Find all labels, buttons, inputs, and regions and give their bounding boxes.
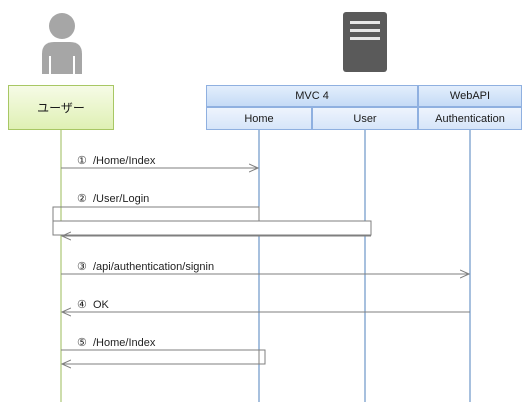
message-3-text: /api/authentication/signin — [93, 261, 215, 273]
message-3-number: ③ — [77, 261, 87, 273]
message-4-number: ④ — [77, 299, 87, 311]
lane-home: Home — [206, 107, 312, 130]
person-icon — [42, 13, 82, 74]
message-2: ② /User/Login — [77, 193, 149, 205]
message-1-number: ① — [77, 155, 87, 167]
message-4-text: OK — [93, 299, 109, 311]
lane-user: User — [312, 107, 418, 130]
webapi-header: WebAPI — [418, 85, 522, 107]
message-2-number: ② — [77, 193, 87, 205]
mvc-header: MVC 4 — [206, 85, 418, 107]
arrow-user-login — [52, 206, 260, 222]
lane-authentication: Authentication — [418, 107, 522, 130]
activation-home — [258, 349, 266, 365]
user-actor-box: ユーザー — [8, 85, 114, 130]
message-5-text: /Home/Index — [93, 337, 156, 349]
message-4: ④ OK — [77, 299, 109, 311]
message-2-text: /User/Login — [93, 193, 150, 205]
server-icon — [343, 12, 387, 72]
message-5: ⑤ /Home/Index — [77, 337, 155, 349]
message-1: ① /Home/Index — [77, 155, 155, 167]
message-3: ③ /api/authentication/signin — [77, 261, 214, 273]
message-5-number: ⑤ — [77, 337, 87, 349]
message-1-text: /Home/Index — [93, 155, 156, 167]
activation-user — [52, 220, 372, 236]
